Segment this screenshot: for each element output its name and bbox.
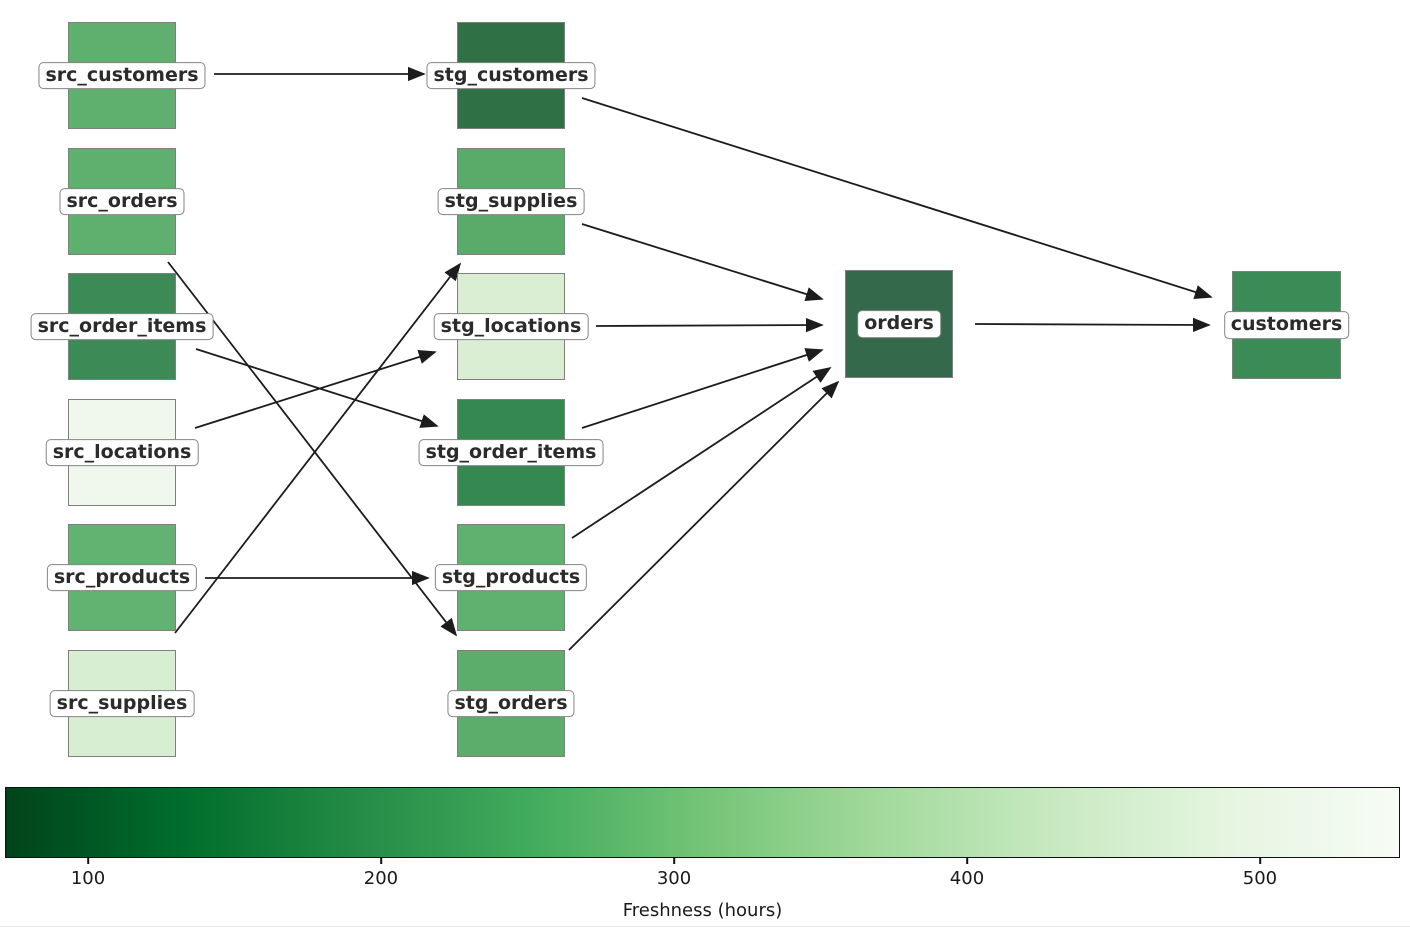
- edge-stg_order_items-orders: [581, 348, 824, 429]
- colorbar-tick-300: [673, 858, 675, 864]
- colorbar-tick-400: [966, 858, 968, 864]
- node-label-src_products: src_products: [46, 563, 198, 592]
- edge-stg_orders-orders: [568, 380, 840, 651]
- edge-src_order_items-stg_order_items: [195, 348, 439, 428]
- node-label-customers: customers: [1223, 311, 1350, 339]
- edge-stg_supplies-orders: [581, 223, 824, 302]
- colorbar-tick-500: [1259, 858, 1261, 864]
- node-label-orders: orders: [857, 310, 941, 338]
- edges-group: [167, 66, 1213, 651]
- node-label-src_supplies: src_supplies: [49, 689, 195, 718]
- colorbar-axis-label: Freshness (hours): [622, 900, 783, 921]
- node-label-src_order_items: src_order_items: [30, 312, 214, 341]
- node-label-src_orders: src_orders: [59, 187, 185, 216]
- node-label-stg_customers: stg_customers: [426, 61, 596, 90]
- node-label-stg_supplies: stg_supplies: [437, 187, 585, 216]
- colorbar-tick-100: [87, 858, 89, 864]
- node-label-stg_locations: stg_locations: [433, 312, 589, 341]
- colorbar-ticklabel-100: 100: [70, 868, 106, 889]
- node-label-stg_order_items: stg_order_items: [418, 438, 604, 467]
- node-label-src_locations: src_locations: [45, 438, 199, 467]
- colorbar-tick-200: [380, 858, 382, 864]
- node-label-src_customers: src_customers: [38, 61, 206, 90]
- edge-stg_customers-customers: [581, 97, 1213, 299]
- colorbar-ticklabel-400: 400: [949, 868, 985, 889]
- edge-stg_locations-orders: [595, 317, 824, 333]
- node-label-stg_products: stg_products: [434, 563, 588, 592]
- edge-src_orders-stg_orders: [167, 261, 458, 637]
- edge-src_supplies-stg_supplies: [174, 262, 462, 634]
- node-label-stg_orders: stg_orders: [447, 689, 575, 718]
- colorbar-gradient: [5, 787, 1400, 858]
- colorbar-ticklabel-500: 500: [1242, 868, 1278, 889]
- edge-orders-customers: [974, 317, 1211, 333]
- edge-src_locations-stg_locations: [194, 350, 437, 429]
- colorbar-ticklabel-300: 300: [656, 868, 692, 889]
- edge-stg_products-orders: [571, 367, 832, 539]
- colorbar-ticklabel-200: 200: [363, 868, 399, 889]
